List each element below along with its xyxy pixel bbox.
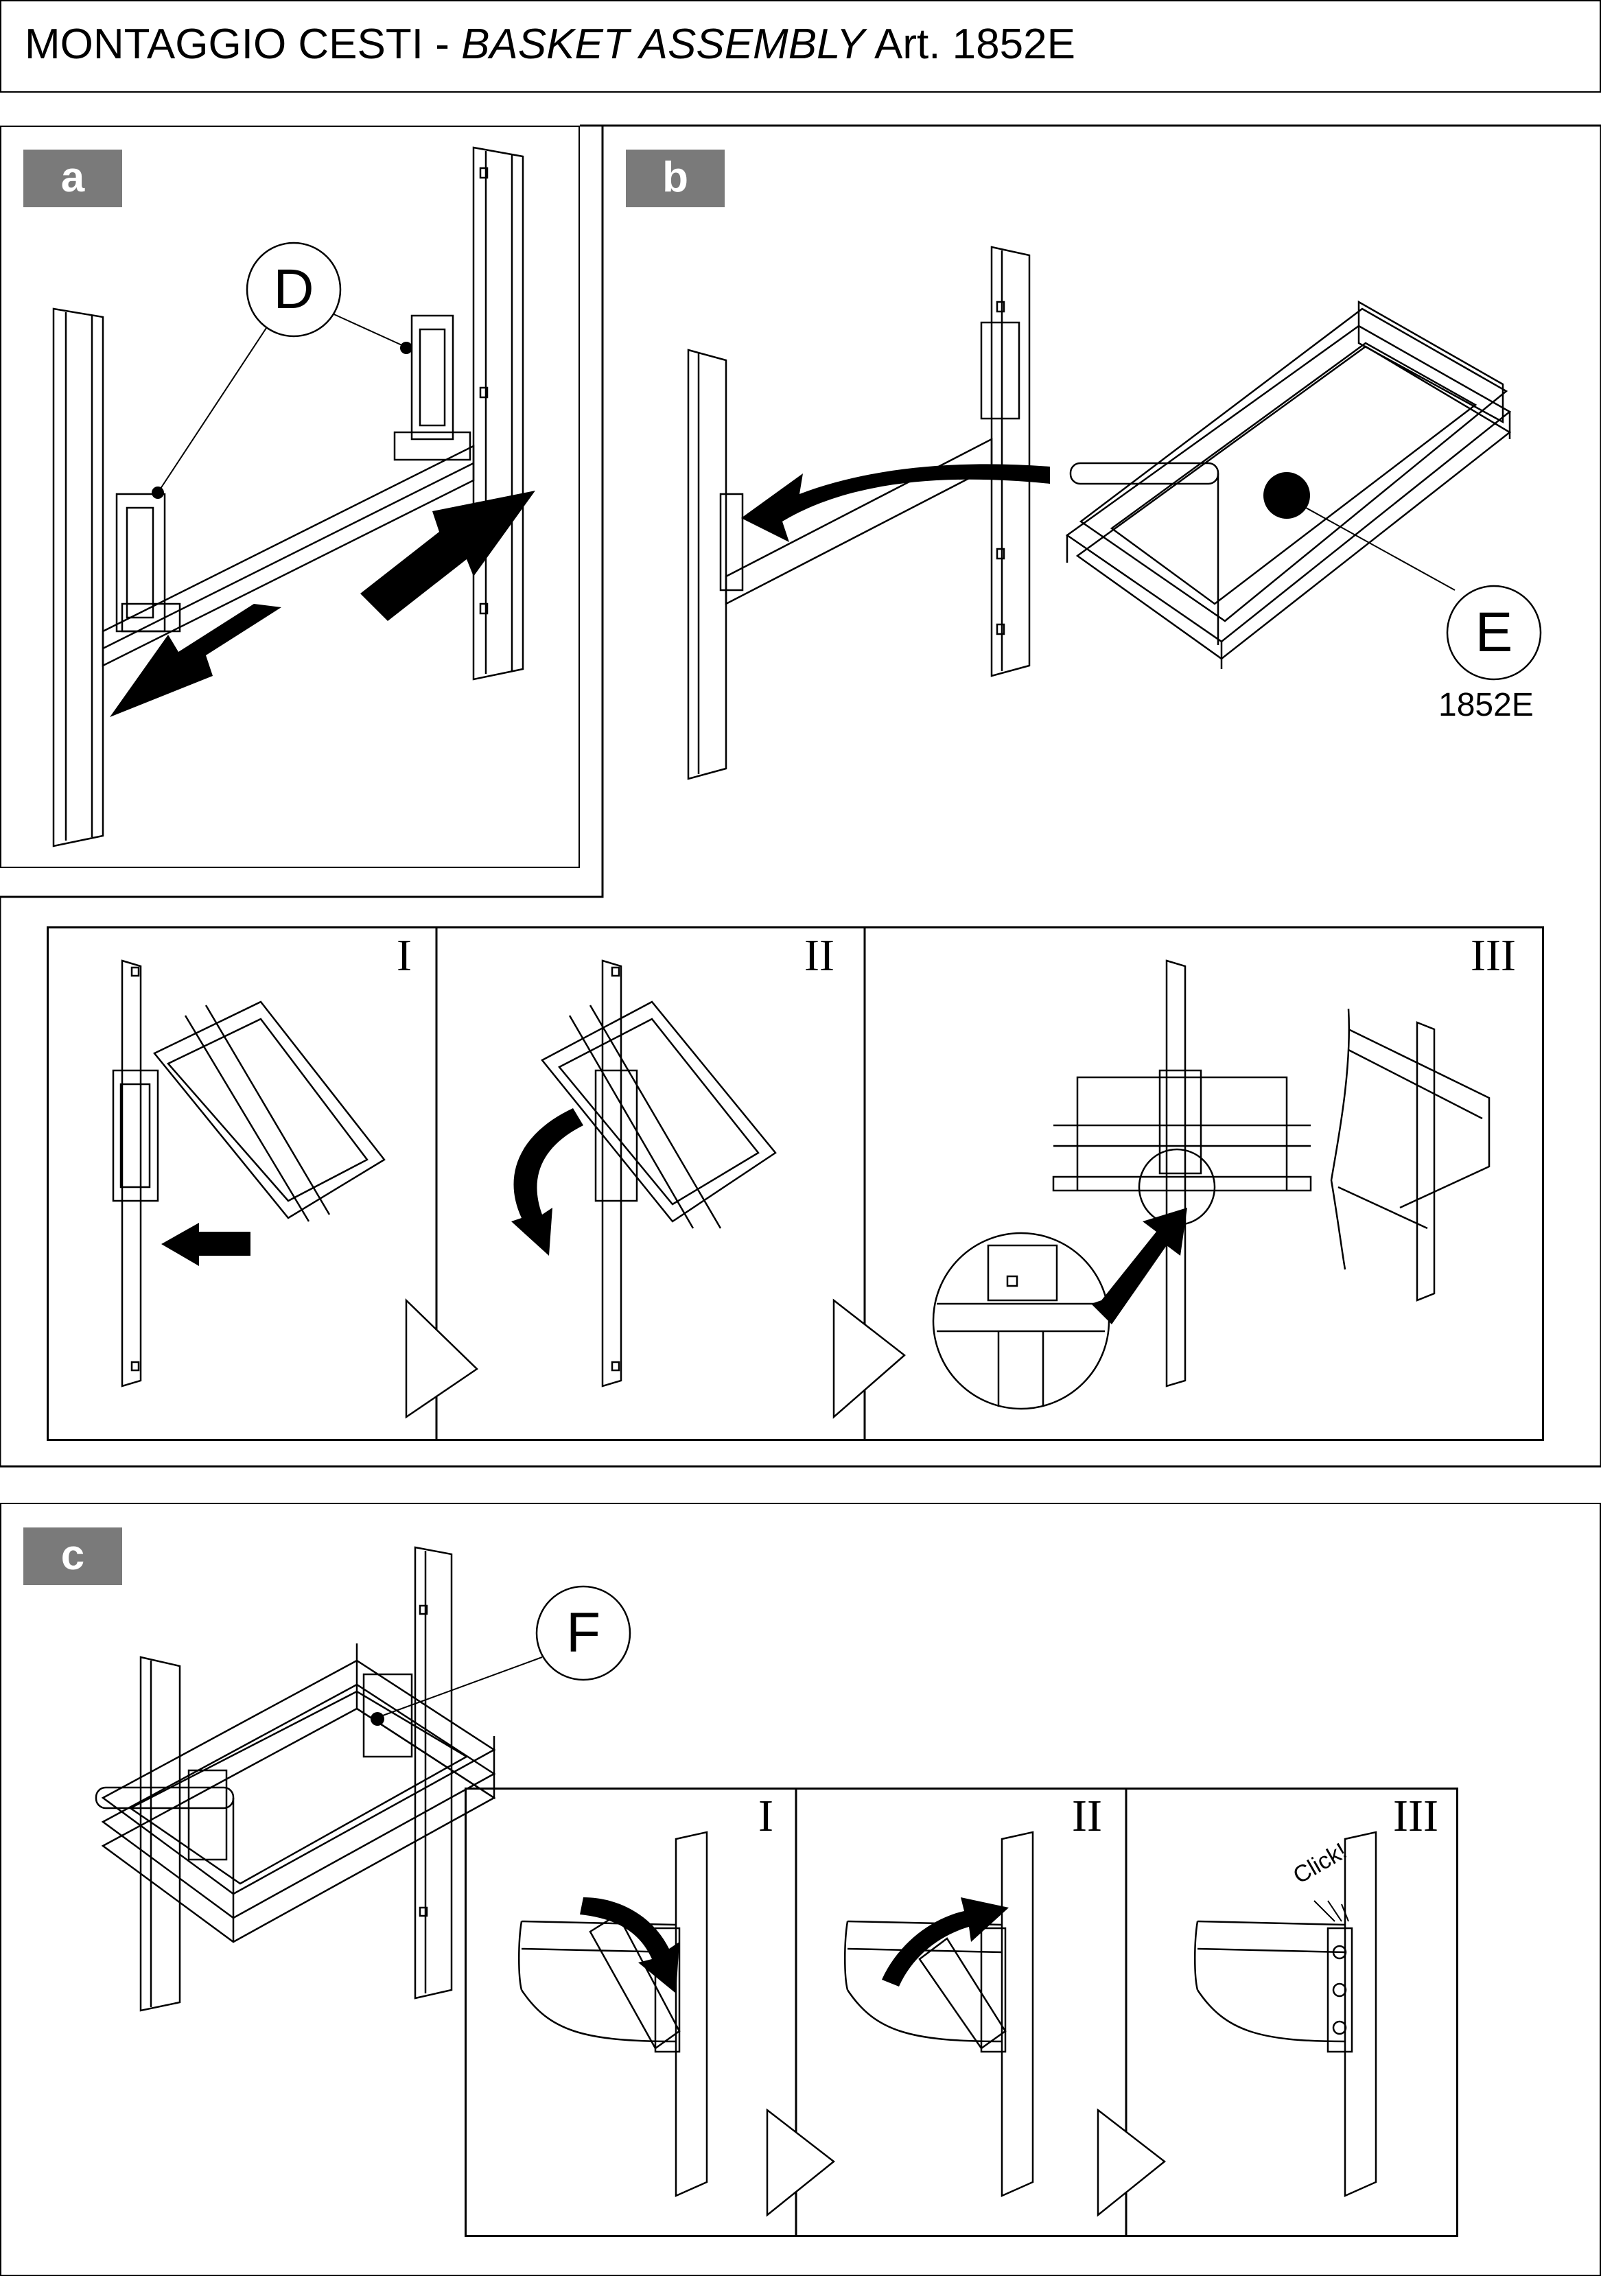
callout-d: D [273,258,314,320]
callout-f: F [565,1602,601,1664]
step-c-label-3: III [1393,1791,1438,1841]
step-b-label-3: III [1471,930,1516,981]
section-a-badge: a [23,150,122,207]
step-b-frame [47,926,1544,1441]
step-c-label-2: II [1072,1791,1102,1841]
article-code: 1852E [1438,687,1534,723]
page-title: MONTAGGIO CESTI - BASKET ASSEMBLY Art. 1… [25,14,1075,75]
section-b-badge: b [626,150,725,207]
section-c-badge: c [23,1527,122,1585]
header-box [0,0,1601,93]
title-article: Art. 1852E [865,21,1075,68]
title-italian: MONTAGGIO CESTI - [25,21,462,68]
step-b-label-1: I [397,930,412,981]
step-c-frame [465,1788,1458,2237]
step-b-label-2: II [804,930,834,981]
callout-e: E [1475,601,1513,664]
title-english: BASKET ASSEMBLY [461,21,865,68]
step-c-label-1: I [758,1791,773,1841]
